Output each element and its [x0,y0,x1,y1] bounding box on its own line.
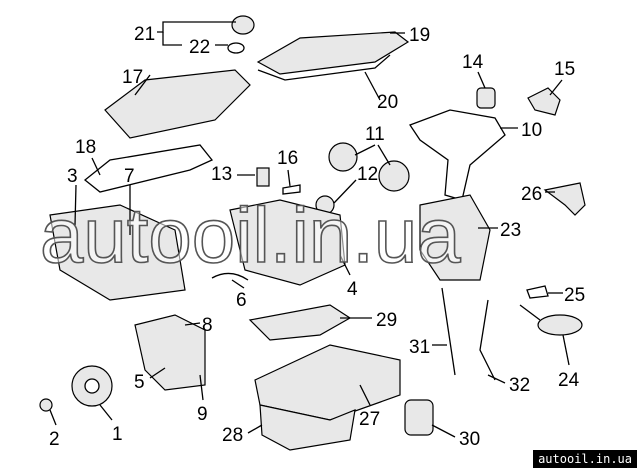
callout-24: 24 [558,370,580,391]
callout-32: 32 [509,375,530,396]
callout-26: 26 [521,184,542,205]
callout-13: 13 [211,164,232,185]
camshaft-pulley-2 [378,160,410,192]
cap-gasket [227,42,245,54]
callout-25: 25 [564,285,585,306]
callout-18: 18 [75,137,96,158]
tensioner-bracket [527,87,561,116]
valve-cover [256,31,410,75]
callout-17: 17 [122,67,143,88]
bolt [282,184,301,195]
timing-belt [409,109,506,201]
oil-strainer [519,304,583,336]
callout-28: 28 [222,425,243,446]
pulley-bolt [39,398,53,412]
callout-9: 9 [197,404,208,425]
strainer-gasket [526,285,549,299]
callout-6: 6 [236,290,247,311]
callout-1: 1 [112,424,123,445]
callout-19: 19 [409,25,430,46]
camshaft-pulley-1 [328,142,358,172]
site-badge: autooil.in.ua [533,450,637,468]
callout-14: 14 [462,52,484,73]
callout-8: 8 [202,315,213,336]
leader-lines [49,21,570,438]
oil-filter [404,399,434,436]
lower-cover [134,314,206,391]
callout-29: 29 [376,310,397,331]
idler-pulley [476,87,496,109]
oil-pump [419,194,491,281]
callout-31: 31 [409,337,430,358]
timing-cover [49,204,186,301]
callout-12: 12 [357,164,378,185]
cam-sensor [543,182,586,216]
manifold-gasket [83,144,214,193]
callout-22: 22 [189,37,210,58]
callout-7: 7 [124,166,135,187]
callout-4: 4 [347,279,358,300]
callout-21: 21 [134,24,155,45]
seal [211,272,249,281]
oil-pan-lower [259,404,356,451]
callout-2: 2 [49,429,60,450]
callout-11: 11 [365,124,385,145]
callout-15: 15 [554,59,575,80]
callout-3: 3 [67,166,78,187]
callout-20: 20 [377,92,398,113]
callout-16: 16 [277,148,298,169]
crankshaft-pulley [71,365,113,407]
callout-5: 5 [134,372,145,393]
dipstick [441,287,456,376]
sensor [256,167,270,187]
baffle-plate [248,304,352,341]
dipstick-tube [479,299,496,381]
watermark: autooil.in.ua [40,191,461,279]
callout-23: 23 [500,220,521,241]
callout-30: 30 [459,429,480,450]
valve-cover-gasket [257,54,391,81]
callout-10: 10 [521,120,542,141]
oil-filler-cap [231,15,255,35]
callout-27: 27 [359,409,380,430]
